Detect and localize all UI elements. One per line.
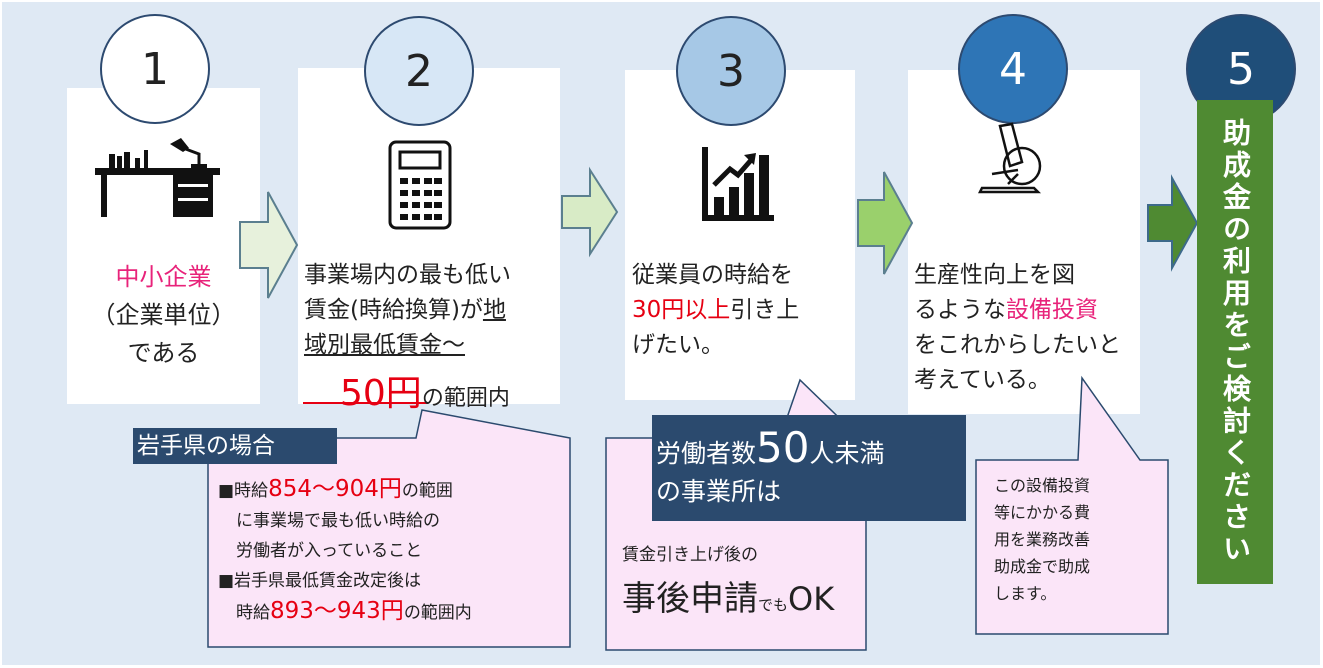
card-4-line-1: 生産性向上を図 [914,262,1075,288]
iwate-line-5c: の範囲内 [403,603,472,623]
small-office-count: 50 [756,423,810,472]
iwate-title-banner: 岩手県の場合 [133,428,337,464]
fifty-yen-label: 50円 [340,373,422,414]
card-2-line-1: 事業場内の最も低い [304,262,511,288]
small-office-line-1c: 人未満 [809,439,885,468]
card-3-line-2: 30円以上引き上 [632,293,854,328]
card-1-line-2: （企業単位） [91,301,236,329]
iwate-line-4: ■岩手県最低賃金改定後は [218,571,422,591]
card-3-line-3: げたい。 [632,332,724,358]
subsidy-note: この設備投資 等にかかる費 用を業務改善 助成金で助成 します。 [994,472,1164,607]
step-1-card [67,88,260,404]
card-4-line-2: るような設備投資 [914,293,1140,328]
small-office-banner: 労働者数50人未満 の事業所は [652,415,966,521]
small-office-line-1a: 労働者数 [656,439,757,468]
card-2-line-4b: の範囲内 [421,386,510,411]
iwate-line-5a: 時給 [236,603,270,623]
card-1-text: 中小企業 （企業単位） である [67,258,260,372]
step-1-number: 1 [141,43,169,95]
card-4-line-3: をこれからしたいと [914,332,1121,358]
subsidy-line-2: 等にかかる費 [994,503,1091,522]
step-3-circle: 3 [676,16,786,126]
iwate-line-3: 労働者が入っていること [236,541,423,561]
card-4-line-2a: るような [914,297,1006,323]
step-5-banner: 助成金の利用をご検討ください [1197,100,1273,584]
iwate-line-1: ■時給854～904円の範囲 [218,474,568,506]
arrow-2-3 [561,166,619,258]
step-4-card [908,70,1140,414]
iwate-revised-range: 893～943円 [270,598,404,624]
arrow-3-4 [857,171,914,275]
card-2-line-2b: 地 [482,297,506,323]
card-3-raise-amount: 30円以上 [632,297,731,323]
post-application-note: 賃金引き上げ後の 事後申請でもOK [622,540,862,620]
card-4-text: 生産性向上を図 るような設備投資 をこれからしたいと 考えている。 [914,258,1140,398]
iwate-line-1c: の範囲 [401,481,453,501]
card-1-line-3: である [127,339,200,367]
calculator-icon [388,140,452,230]
subsidy-line-4: 助成金で助成 [994,557,1091,576]
growth-chart-icon [702,147,774,221]
step-4-circle: 4 [958,14,1068,124]
post-application-ok: OK [788,580,835,618]
card-2-line-2: 賃金(時給換算)が地 [304,293,564,328]
iwate-details: ■時給854～904円の範囲 に事業場で最も低い時給の 労働者が入っていること … [218,474,568,628]
card-2-line-4: 50円の範囲内 [340,364,510,416]
card-2-text: 事業場内の最も低い 賃金(時給換算)が地 域別最低賃金～ [304,258,564,363]
sme-label: 中小企業 [115,263,212,291]
arrow-1-2 [239,191,299,299]
card-2-line-2a: 賃金(時給換算)が [304,297,483,323]
iwate-callout-shape [207,409,571,648]
iwate-line-5: 時給893～943円の範囲内 [218,596,568,628]
post-application-big: 事後申請 [622,579,758,619]
capital-investment-label: 設備投資 [1006,297,1098,323]
step-3-number: 3 [717,45,745,97]
subsidy-line-3: 用を業務改善 [994,530,1091,549]
iwate-current-range: 854～904円 [268,476,402,502]
step-4-number: 4 [999,43,1027,95]
post-application-sub: 賃金引き上げ後の [622,545,758,565]
step-1-circle: 1 [100,14,210,124]
card-3-text: 従業員の時給を 30円以上引き上 げたい。 [632,258,854,363]
subsidy-line-1: この設備投資 [994,476,1091,495]
subsidy-callout-shape [975,375,1169,635]
card-3-line-1: 従業員の時給を [632,262,793,288]
post-application-small: でも [758,596,789,614]
small-office-line-2: の事業所は [656,477,782,506]
iwate-line-2: に事業場で最も低い時給の [236,511,440,531]
step-2-number: 2 [405,45,433,97]
subsidy-line-5: します。 [994,584,1057,603]
card-4-line-4: 考えている。 [914,367,1051,393]
desk-icon [95,138,220,217]
microscope-icon [978,122,1042,194]
arrow-4-5 [1147,174,1199,272]
card-2-line-3: 域別最低賃金～ [304,332,465,358]
iwate-line-1a: ■時給 [218,481,269,501]
step-5-number: 5 [1227,43,1255,95]
small-office-line-1: 労働者数50人未満 [656,423,962,472]
post-application-main: 事後申請でもOK [622,571,862,620]
step-2-circle: 2 [364,16,474,126]
iwate-title: 岩手県の場合 [137,433,275,459]
card-3-line-2b: 引き上 [730,297,800,323]
